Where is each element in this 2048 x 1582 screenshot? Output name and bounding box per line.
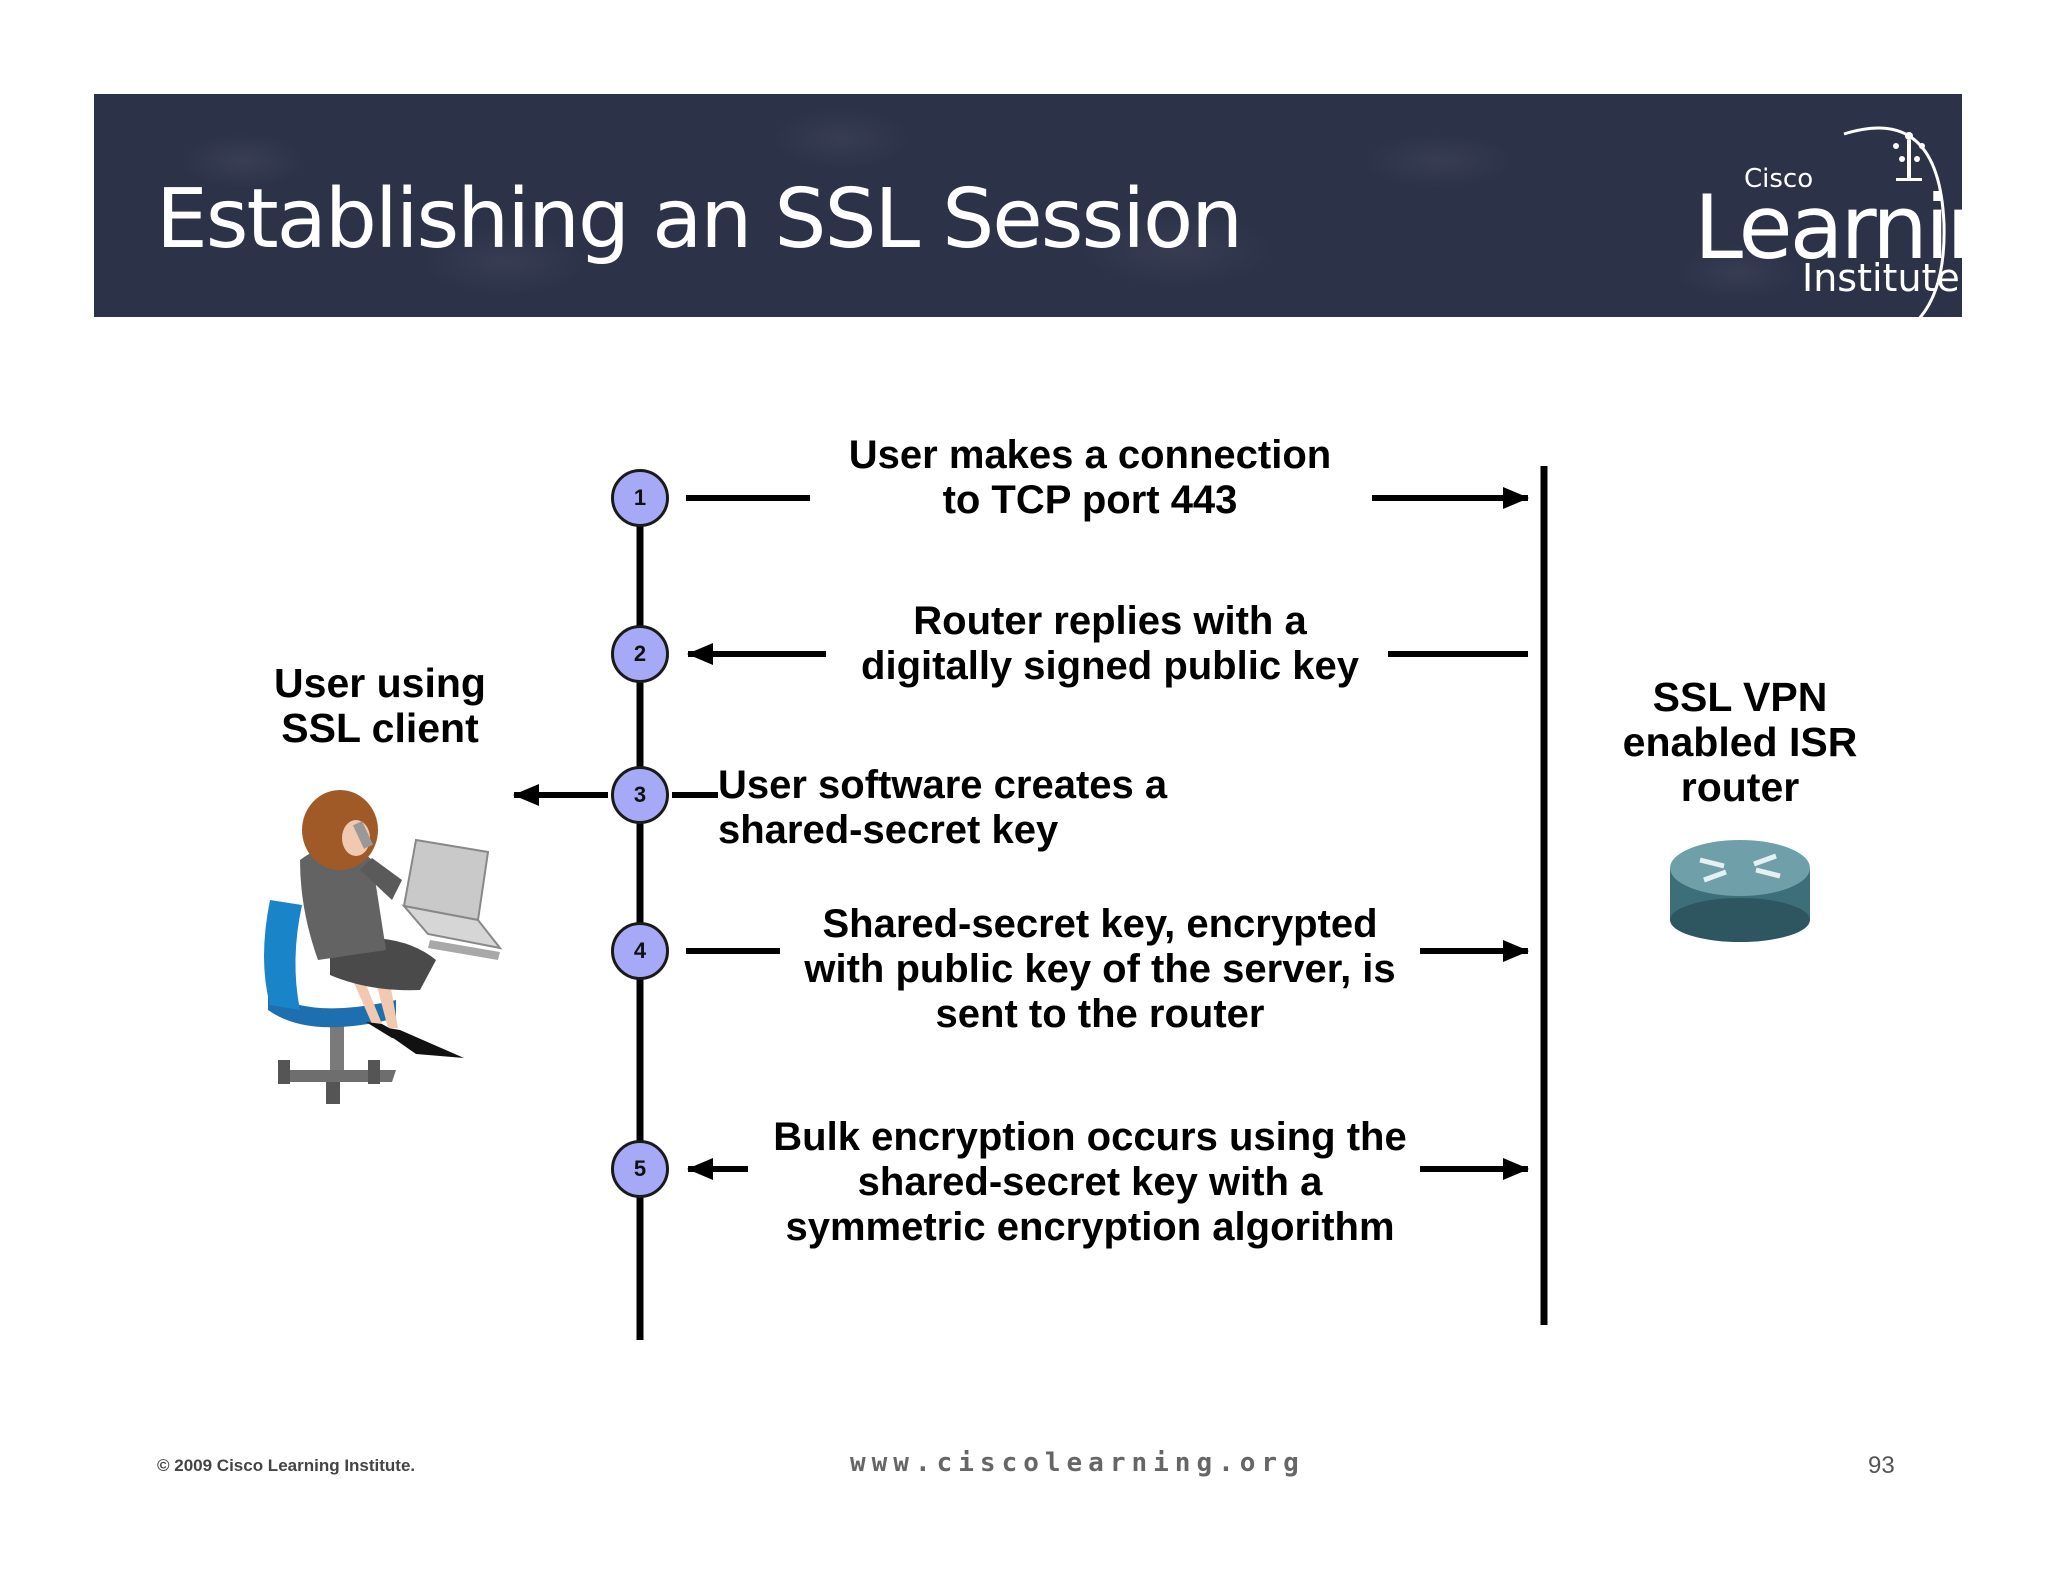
step-4-badge: 4	[611, 922, 669, 980]
copyright: © 2009 Cisco Learning Institute.	[157, 1456, 416, 1475]
title-banner: Establishing an SSL Session Cisco Learni…	[94, 94, 2048, 317]
logo-cisco-text: Cisco	[1744, 164, 1814, 194]
step-2-text: Router replies with a digitally signed p…	[861, 599, 1359, 688]
step-5-text: Bulk encryption occurs using the shared-…	[773, 1115, 1407, 1249]
page-number: 93	[1868, 1452, 1895, 1479]
slide-title: Establishing an SSL Session	[156, 172, 1243, 267]
step-4-text: Shared-secret key, encrypted with public…	[804, 902, 1396, 1036]
step-2-badge: 2	[611, 625, 669, 683]
footer-url: www.ciscolearning.org	[850, 1448, 1305, 1478]
step-3-badge: 3	[611, 766, 669, 824]
step-3-text: User software creates a shared-secret ke…	[718, 763, 1168, 852]
logo-learning-text: Learning	[1694, 176, 2048, 279]
logo-arc-tree-icon	[1843, 126, 1946, 317]
cisco-learning-institute-logo: Cisco Learning Institute	[1584, 94, 2048, 317]
step-1-badge: 1	[611, 469, 669, 527]
step-5-badge: 5	[611, 1140, 669, 1198]
step-1-text: User makes a connection to TCP port 443	[848, 433, 1332, 522]
router-icon	[1670, 840, 1810, 942]
woman-at-laptop-icon	[264, 790, 503, 1104]
client-label: User using SSL client	[274, 660, 486, 751]
router-label: SSL VPN enabled ISR router	[1622, 674, 1858, 810]
logo-institute-text: Institute	[1802, 256, 1960, 300]
